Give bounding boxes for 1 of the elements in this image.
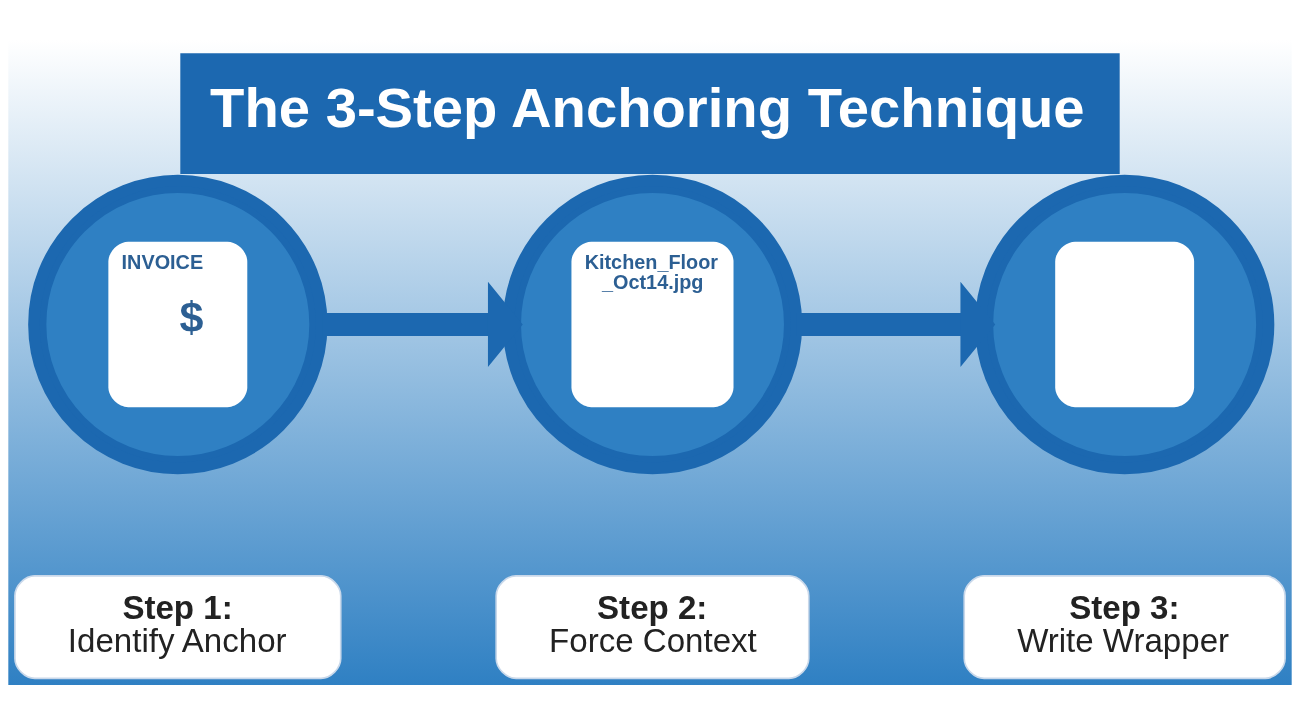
diagram-title: The 3-Step Anchoring Technique [210, 76, 1085, 140]
